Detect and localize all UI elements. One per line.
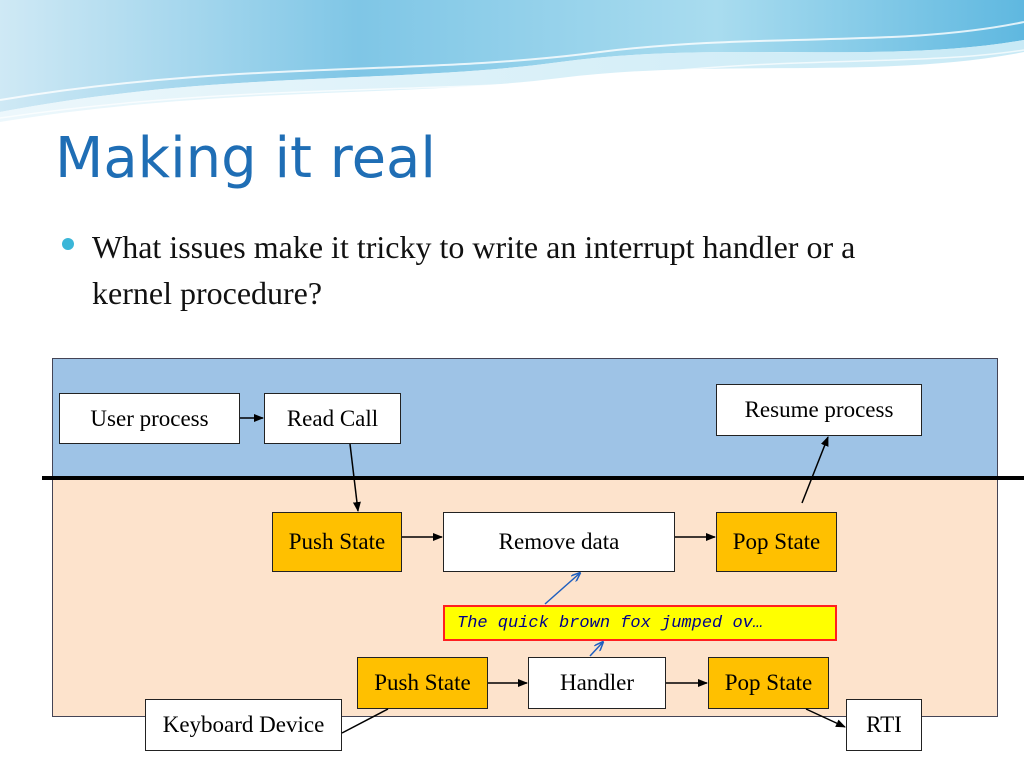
sample-text-note: The quick brown fox jumped ov…	[443, 605, 837, 641]
bullet-text: What issues make it tricky to write an i…	[92, 229, 856, 312]
handler-box: Handler	[528, 657, 666, 709]
bullet-dot-icon	[62, 238, 74, 250]
header-wave-decoration	[0, 0, 1024, 122]
resume-process-box: Resume process	[716, 384, 922, 436]
pop-state-upper-box: Pop State	[716, 512, 837, 572]
keyboard-device-box: Keyboard Device	[145, 699, 342, 751]
pop-state-lower-box: Pop State	[708, 657, 829, 709]
push-state-lower-box: Push State	[357, 657, 488, 709]
push-state-upper-box: Push State	[272, 512, 402, 572]
remove-data-box: Remove data	[443, 512, 675, 572]
read-call-box: Read Call	[264, 393, 401, 444]
slide-title: Making it real	[55, 126, 436, 191]
user-process-box: User process	[59, 393, 240, 444]
bullet-item: What issues make it tricky to write an i…	[62, 224, 942, 317]
user-kernel-divider	[42, 476, 1024, 480]
rti-box: RTI	[846, 699, 922, 751]
